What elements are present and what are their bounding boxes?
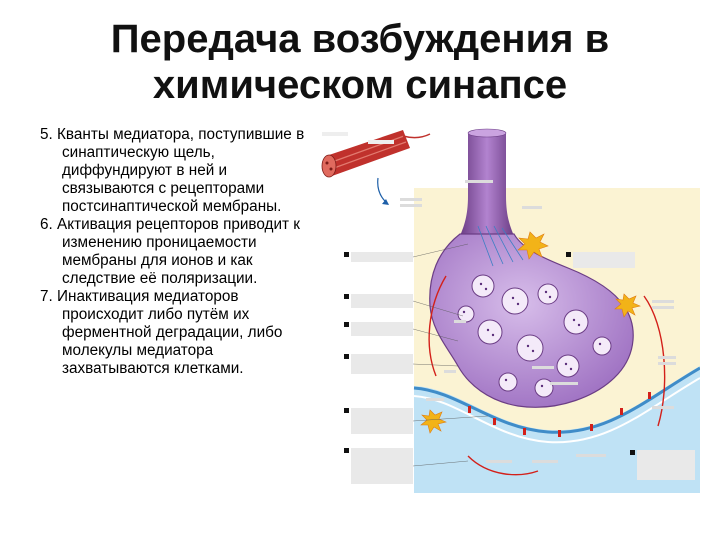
caption-box [368,140,394,144]
diagram-label-placeholders [400,180,676,463]
point-7: 7. Инактивация медиаторов происходит либ… [40,288,315,378]
synaptic-vesicles [457,274,612,398]
axon [460,132,514,236]
synapse-illustration [318,126,700,501]
step-caption-placeholders-left [351,252,413,484]
point-number: 5. [40,126,53,143]
receptor-channels [468,392,651,437]
caption-box [322,132,348,136]
point-number: 7. [40,288,53,305]
point-number: 6. [40,216,53,233]
step-caption-placeholders-right [573,252,695,480]
point-text: Активация рецепторов приводит к изменени… [57,216,300,287]
point-6: 6. Активация рецепторов приводит к измен… [40,216,315,288]
title-line-2: химическом синапсе [152,63,568,107]
step-markers-left [344,252,349,453]
point-text: Инактивация медиаторов происходит либо п… [57,288,283,377]
point-5: 5. Кванты медиатора, поступившие в синап… [40,126,315,216]
action-potential-bursts [420,231,641,434]
title-line-1: Передача возбуждения в [110,17,610,61]
point-text: Кванты медиатора, поступившие в синаптич… [57,126,305,215]
postsynaptic-membrane [413,366,700,434]
step-markers-right [566,252,635,455]
text-block: 5. Кванты медиатора, поступившие в синап… [40,126,315,378]
neurotransmitter-dots [462,282,602,388]
synapse-diagram [318,126,700,501]
slide-title: Передача возбуждения в химическом синапс… [60,16,660,108]
leader-lines-left [412,243,489,467]
postsynaptic-cell [414,366,700,493]
microtubules [477,225,524,267]
